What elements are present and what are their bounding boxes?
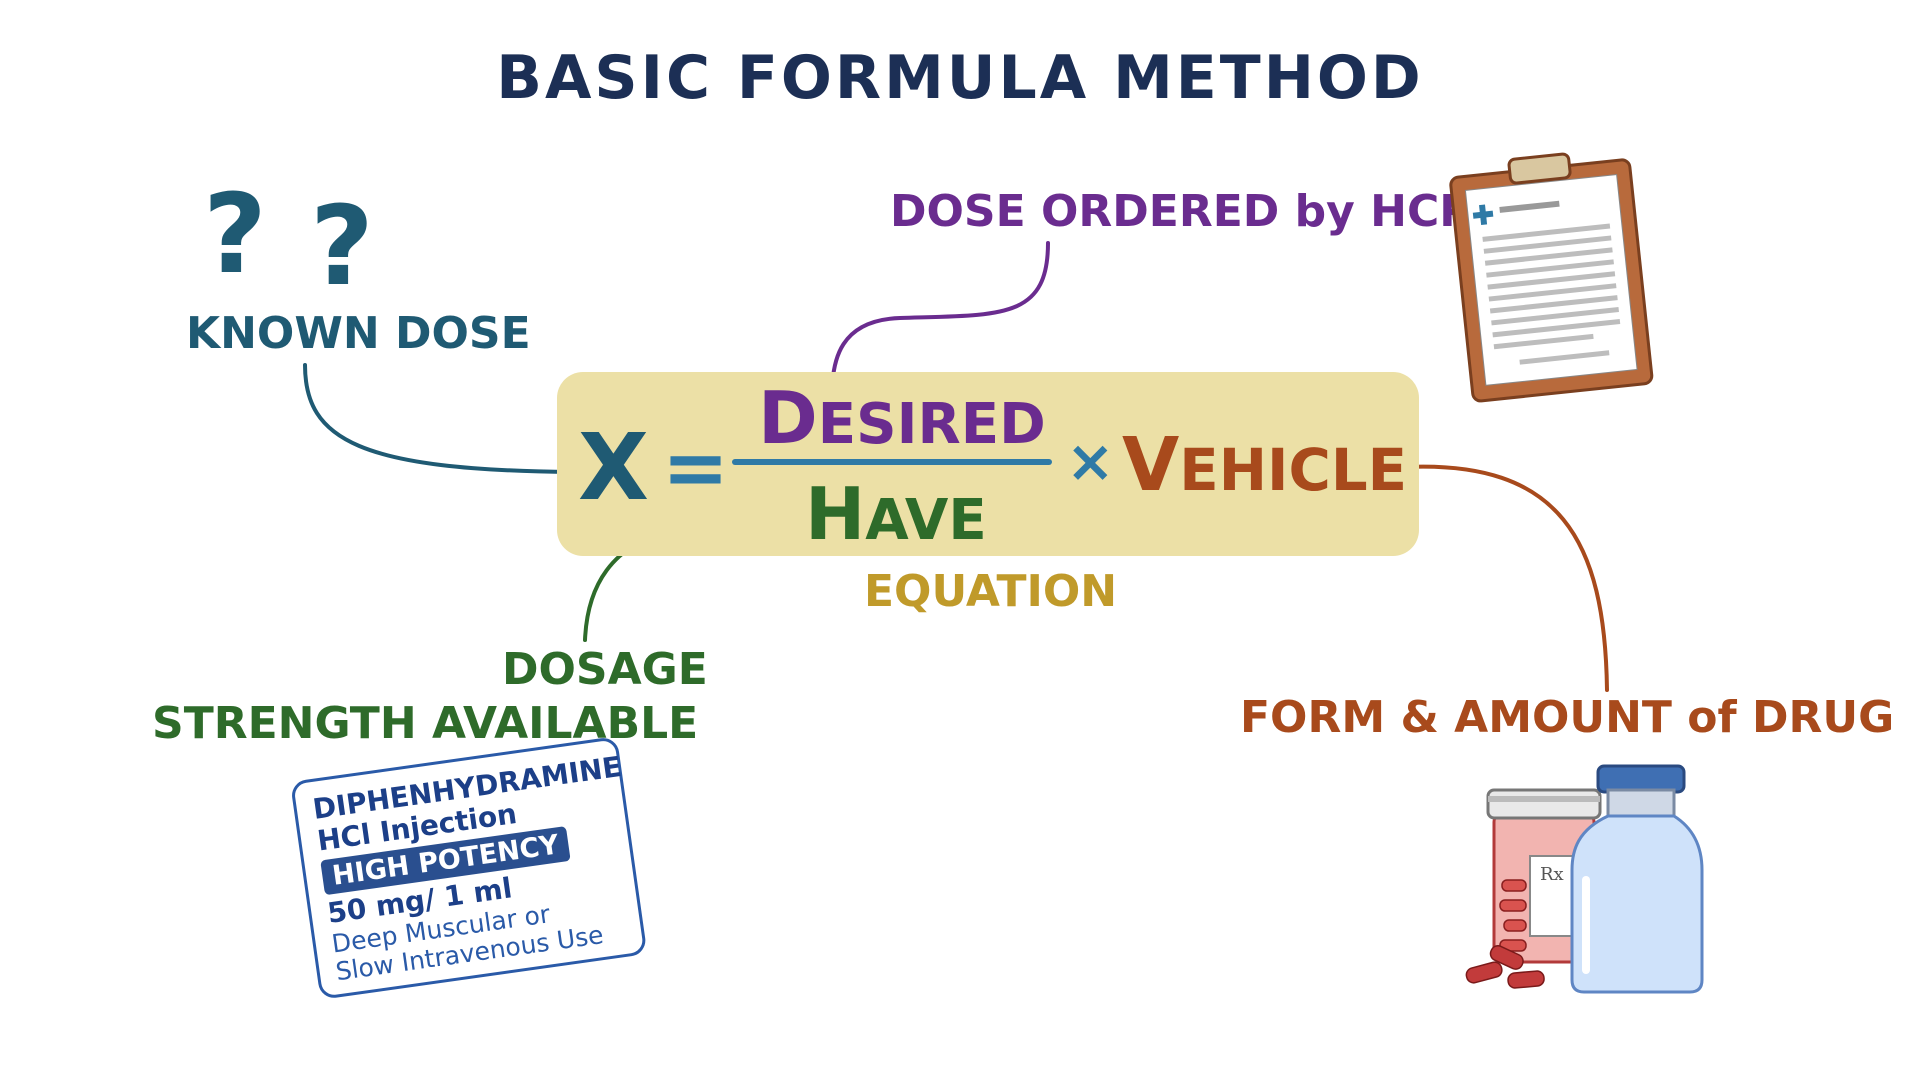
svg-text:?: ? (310, 182, 374, 297)
dosage-label-line1: DOSAGE (502, 644, 708, 695)
denominator-rest: AVE (865, 488, 987, 553)
page-title: BASIC FORMULA METHOD (496, 43, 1424, 113)
form-amount-label: FORM & AMOUNT of DRUG (1240, 692, 1895, 743)
equation-times: × (1066, 427, 1115, 495)
equation-x: X (578, 414, 649, 521)
drug-label-card: DIPHENHYDRAMINE HCl Injection HIGH POTEN… (290, 736, 648, 1000)
connector-unknown (303, 363, 574, 474)
dose-ordered-label: DOSE ORDERED by HCP (890, 186, 1472, 237)
equation-vehicle: VEHICLE (1122, 428, 1407, 502)
vehicle-rest: EHICLE (1179, 436, 1408, 504)
numerator-rest: ESIRED (817, 392, 1046, 457)
equation-numerator: DESIRED (758, 382, 1046, 454)
equation-label: EQUATION (864, 566, 1118, 617)
pill-bottle-vial-icon: Rx (1465, 764, 1704, 994)
connector-desired (830, 241, 1050, 397)
numerator-initial: D (758, 376, 818, 460)
rx-mark: Rx (1540, 864, 1564, 885)
unknown-dose-label: KNOWN DOSE (186, 308, 531, 359)
equation-equals: = (662, 421, 730, 514)
denominator-initial: H (805, 472, 866, 556)
clipboard-icon (1449, 152, 1654, 403)
fraction-bar (732, 459, 1052, 465)
svg-text:?: ? (203, 172, 267, 297)
equation-denominator: HAVE (805, 478, 987, 550)
vehicle-initial: V (1122, 422, 1180, 508)
question-marks-icon: ? ? (203, 172, 374, 297)
dosage-label-line2: STRENGTH AVAILABLE (152, 698, 699, 749)
connector-vehicle (1403, 464, 1609, 692)
